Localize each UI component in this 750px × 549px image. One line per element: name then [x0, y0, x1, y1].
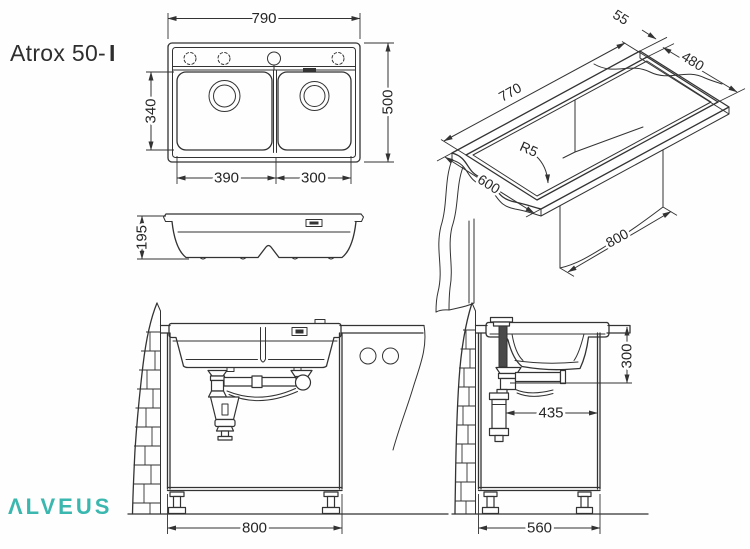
mount-hole: [382, 347, 399, 365]
dim-195: 195: [131, 215, 189, 260]
siphon-side: [488, 366, 567, 443]
dim-500: 500: [364, 42, 399, 163]
cabinet-front: [166, 332, 343, 515]
dim-800-iso: 800: [559, 206, 678, 277]
dim-435: 435: [505, 399, 598, 424]
trap-cylinder: [491, 398, 507, 430]
left-drain: [208, 80, 241, 112]
cabinet-foot: [321, 491, 341, 515]
front-installation-view: 800: [127, 302, 449, 539]
product-title: Atrox 50-I: [10, 40, 116, 67]
dim-label-770: 770: [496, 79, 524, 104]
faucet-hole: [267, 51, 281, 66]
cabinet-foot: [575, 491, 594, 515]
faucet-hole-dashed: [331, 52, 345, 65]
top-view: 790 500 340 390 300: [140, 8, 399, 190]
iso-cabinet-panels: [435, 149, 664, 313]
supply-hose: [498, 325, 508, 368]
overflow-cap: [314, 319, 326, 324]
dim-label-195: 195: [134, 225, 151, 250]
cutout-outline: [465, 56, 719, 201]
dim-label-340: 340: [143, 98, 160, 123]
cabinet-foot: [481, 491, 500, 515]
dim-340: 340: [140, 71, 174, 151]
dim-label-800-iso: 800: [603, 225, 631, 250]
isometric-view: 770 55 480 R5 600 800: [435, 4, 746, 313]
overflow-section: [305, 219, 323, 227]
overflow-slot: [303, 68, 316, 72]
dim-800-front: 800: [167, 494, 343, 539]
product-variant: I: [109, 40, 116, 66]
side-installation-view: 300 435 560: [451, 302, 649, 539]
wall-left: [131, 302, 161, 515]
mount-hole: [359, 347, 377, 365]
sink-outline: [167, 42, 361, 163]
dim-label-435: 435: [538, 405, 563, 422]
left-basin: [176, 71, 273, 151]
dim-label-790: 790: [251, 10, 276, 27]
overflow-front: [291, 327, 308, 336]
dim-r5: R5: [515, 136, 550, 184]
dim-560: 560: [478, 494, 601, 539]
dim-label-300: 300: [301, 170, 326, 187]
product-name: Atrox 50-: [10, 40, 107, 66]
cabinet-foot: [167, 491, 187, 515]
dim-label-800-front: 800: [242, 520, 267, 537]
cabinet-side: [477, 332, 601, 515]
sink-front: [168, 319, 342, 372]
dim-600: 600: [436, 152, 542, 218]
dim-label-55: 55: [610, 6, 632, 28]
wall-side: [454, 302, 476, 515]
dim-55: 55: [608, 4, 675, 58]
dim-790: 790: [167, 8, 361, 39]
dim-770: 770: [440, 41, 648, 156]
dim-label-390: 390: [214, 170, 239, 187]
dim-label-500: 500: [380, 89, 397, 114]
section-view: 195: [131, 213, 364, 260]
dim-label-480: 480: [679, 48, 707, 74]
faucet-hole-dashed: [183, 52, 197, 65]
right-drain: [299, 81, 330, 111]
brand-logo: ΛLVEUS: [8, 494, 113, 519]
countertop-front: [159, 324, 426, 451]
right-basin: [277, 71, 352, 151]
dim-label-300-side: 300: [619, 343, 636, 368]
dim-300-side: 300: [510, 326, 638, 384]
dim-390: 390: [176, 156, 352, 189]
dim-300-top: 300: [275, 167, 352, 189]
dim-label-560: 560: [527, 520, 552, 537]
trap-cup: [209, 396, 240, 421]
siphon-front: [207, 369, 313, 441]
faucet-hole-dashed: [217, 52, 231, 65]
